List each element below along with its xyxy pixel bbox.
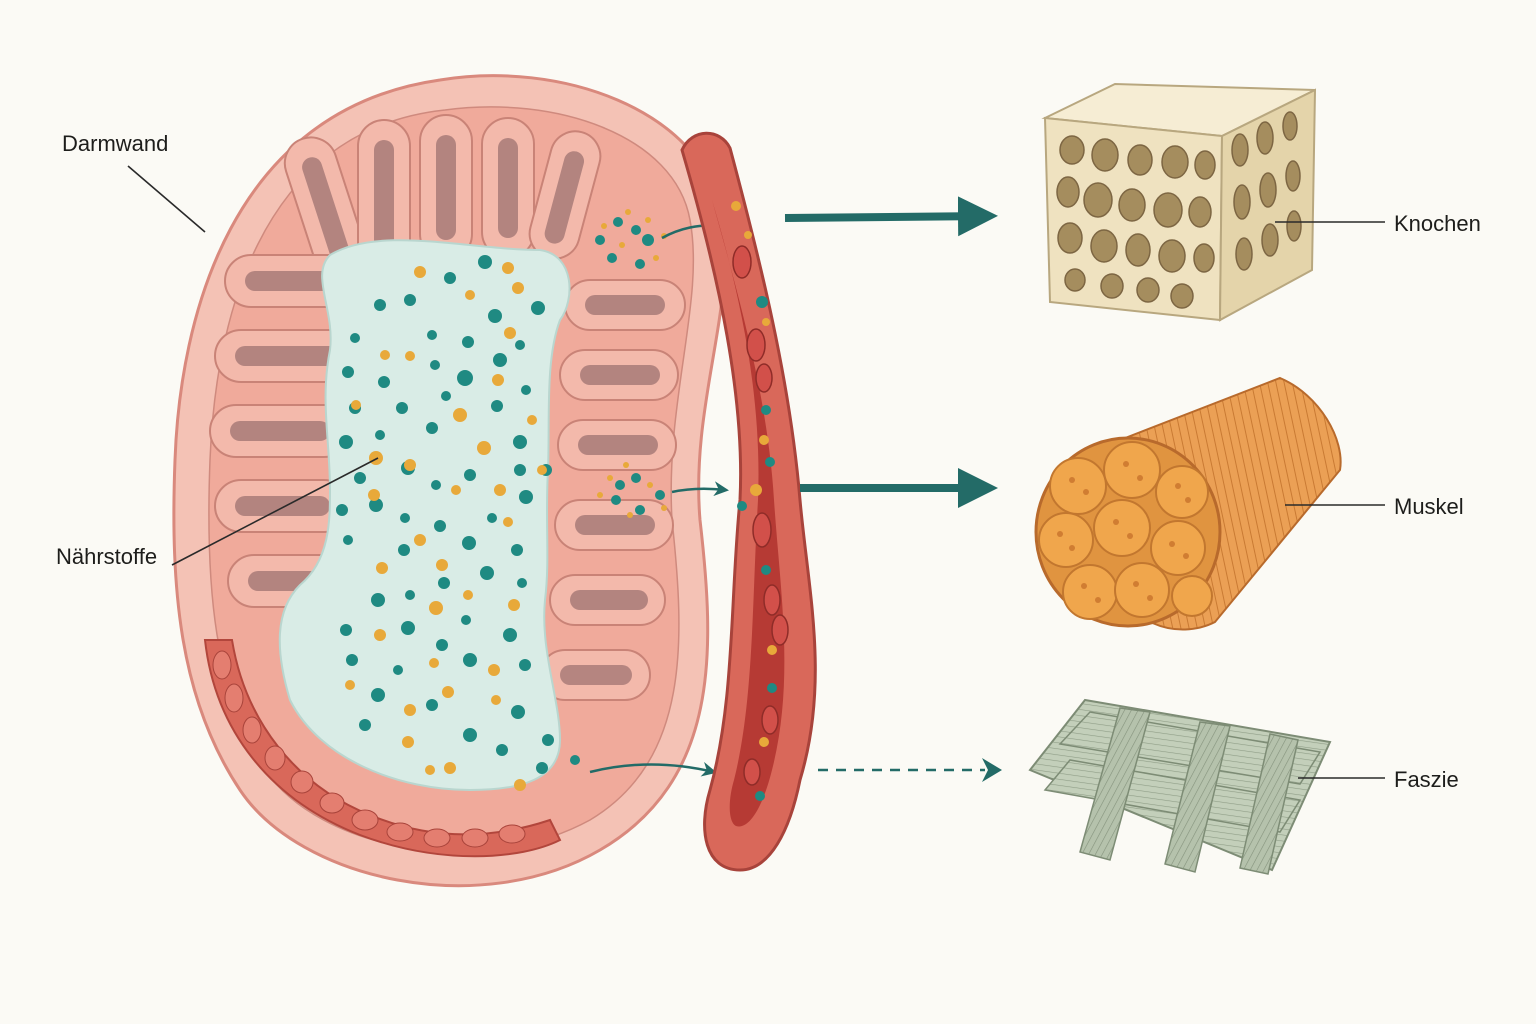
muscle-tissue bbox=[1034, 376, 1342, 631]
muscle-fibers-dots bbox=[1057, 461, 1191, 603]
villus-cores bbox=[230, 135, 665, 685]
label-muskel: Muskel bbox=[1394, 494, 1464, 519]
blood-vessel bbox=[680, 131, 817, 872]
bone-pores bbox=[1056, 111, 1302, 309]
bone-tissue bbox=[1041, 82, 1317, 322]
label-darmwand: Darmwand bbox=[62, 131, 169, 156]
arrow-to-fascia-head bbox=[982, 758, 1002, 782]
transport-arrows bbox=[784, 196, 1002, 782]
label-naehrstoffe: Nährstoffe bbox=[56, 544, 158, 569]
arrow-to-bone bbox=[784, 196, 998, 237]
leader-naehrstoffe bbox=[171, 457, 379, 566]
fascia-cross-band bbox=[1079, 707, 1151, 861]
vessel-lumen bbox=[712, 200, 785, 827]
nutrient-particles bbox=[336, 209, 667, 791]
leader-lines bbox=[127, 165, 1385, 779]
blood-cells bbox=[732, 245, 789, 786]
muscle-layer-cells bbox=[212, 650, 526, 848]
vessel-nutrients bbox=[731, 201, 777, 801]
leader-darmwand bbox=[127, 165, 206, 233]
fascia-tissue bbox=[1028, 698, 1332, 875]
muscle-fascicles bbox=[1038, 441, 1213, 620]
label-faszie: Faszie bbox=[1394, 767, 1459, 792]
fascia-cross-band bbox=[1239, 733, 1299, 875]
fascia-cross-band bbox=[1164, 721, 1231, 873]
label-knochen: Knochen bbox=[1394, 211, 1481, 236]
